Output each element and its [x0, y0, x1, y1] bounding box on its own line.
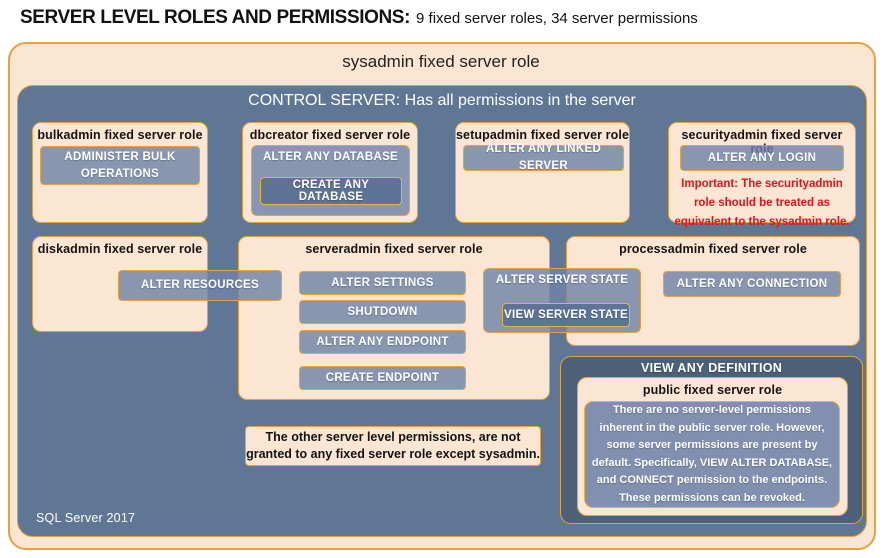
permission-alter-any-database-label: ALTER ANY DATABASE — [262, 151, 399, 163]
dbcreator-role-label: dbcreator fixed server role — [249, 128, 411, 142]
permission-alter-any-linked-server: ALTER ANY LINKED SERVER — [463, 143, 624, 172]
permission-view-server-state: VIEW SERVER STATE — [502, 303, 630, 327]
bulkadmin-role-label: bulkadmin fixed server role — [37, 128, 203, 142]
public-role-description: There are no server-level permissions in… — [584, 401, 840, 508]
page-title-main: SERVER LEVEL ROLES AND PERMISSIONS: — [20, 7, 411, 28]
note-box: The other server level permissions, are … — [245, 426, 541, 466]
public-role-box: public fixed server role There are no se… — [577, 377, 848, 516]
securityadmin-warning-text: Important: The securityadmin role should… — [674, 178, 850, 228]
permission-alter-any-endpoint: ALTER ANY ENDPOINT — [299, 330, 466, 354]
public-role-label: public fixed server role — [642, 383, 783, 397]
permission-create-any-database: CREATE ANY DATABASE — [260, 177, 402, 205]
permission-administer-bulk-operations: ADMINISTER BULK OPERATIONS — [40, 146, 200, 185]
permission-view-any-definition-label: VIEW ANY DEFINITION — [640, 361, 783, 375]
permission-alter-any-database: ALTER ANY DATABASE CREATE ANY DATABASE — [251, 145, 410, 216]
page-title: SERVER LEVEL ROLES AND PERMISSIONS: 9 fix… — [20, 7, 698, 29]
permission-alter-server-state-label: ALTER SERVER STATE — [495, 274, 629, 286]
sql-server-version-label: SQL Server 2017 — [36, 511, 136, 525]
processadmin-role-label: processadmin fixed server role — [619, 242, 807, 256]
setupadmin-role-box: setupadmin fixed server role ALTER ANY L… — [455, 122, 630, 223]
serveradmin-role-box: serveradmin fixed server role ALTER SETT… — [238, 236, 550, 400]
permission-alter-resources: ALTER RESOURCES — [118, 270, 282, 301]
serveradmin-role-label: serveradmin fixed server role — [305, 242, 483, 256]
sysadmin-role-label: sysadmin fixed server role — [342, 52, 540, 71]
permission-alter-settings: ALTER SETTINGS — [299, 271, 466, 295]
permission-view-any-definition-box: VIEW ANY DEFINITION public fixed server … — [560, 356, 863, 524]
permission-alter-server-state: ALTER SERVER STATE VIEW SERVER STATE — [483, 268, 641, 333]
securityadmin-role-box: securityadmin fixed server role ALTER AN… — [668, 122, 856, 228]
page-title-sub: 9 fixed server roles, 34 server permissi… — [416, 10, 698, 27]
bulkadmin-role-box: bulkadmin fixed server role ADMINISTER B… — [32, 122, 208, 223]
diskadmin-role-label: diskadmin fixed server role — [37, 242, 203, 256]
permission-alter-any-connection: ALTER ANY CONNECTION — [663, 271, 841, 297]
control-server-label: CONTROL SERVER: Has all permissions in t… — [248, 92, 636, 109]
dbcreator-role-box: dbcreator fixed server role ALTER ANY DA… — [242, 122, 418, 223]
permission-alter-any-login: ALTER ANY LOGIN — [680, 145, 844, 171]
setupadmin-role-label: setupadmin fixed server role — [456, 128, 630, 142]
permission-shutdown: SHUTDOWN — [299, 300, 466, 324]
permission-create-endpoint: CREATE ENDPOINT — [299, 366, 466, 390]
